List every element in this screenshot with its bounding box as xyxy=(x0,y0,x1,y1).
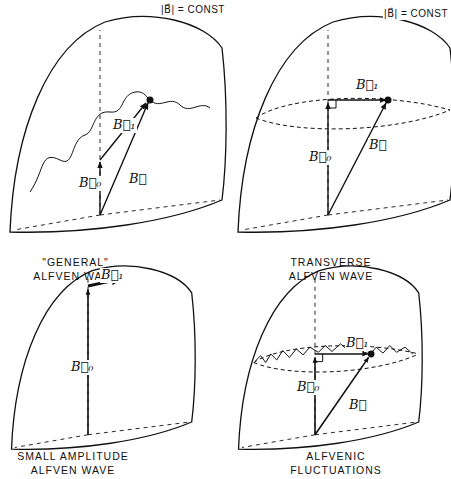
vector-label: B⃗₀ xyxy=(296,380,321,395)
vector-label: B⃗₀ xyxy=(308,150,333,165)
vector-label: B⃗₀ xyxy=(78,176,103,191)
panel-caption: SMALL AMPLITUDE ALFVEN WAVE xyxy=(2,450,144,477)
constant-label: |B⃗| = CONST xyxy=(160,4,226,16)
small-amplitude-panel xyxy=(12,266,196,449)
panel-caption: TRANSVERSE ALFVEN WAVE xyxy=(275,256,387,283)
transverse-panel xyxy=(238,16,451,232)
vector-label: B⃗₁ xyxy=(100,268,125,283)
vector-label: B⃗₁ xyxy=(112,118,137,133)
general-panel xyxy=(10,16,226,232)
constant-label: |B⃗| = CONST xyxy=(383,8,449,20)
vector-label: B⃗ xyxy=(128,172,147,187)
panel-caption: ALFVENIC FLUCTUATIONS xyxy=(275,450,397,477)
vector-label: B⃗₁ xyxy=(355,78,380,93)
fluctuations-panel xyxy=(239,266,423,449)
vector-label: B⃗₁ xyxy=(345,336,370,351)
vector-label: B⃗₀ xyxy=(70,360,95,375)
vector-label: B⃗ xyxy=(368,138,387,153)
vector-label: B⃗ xyxy=(348,398,367,413)
